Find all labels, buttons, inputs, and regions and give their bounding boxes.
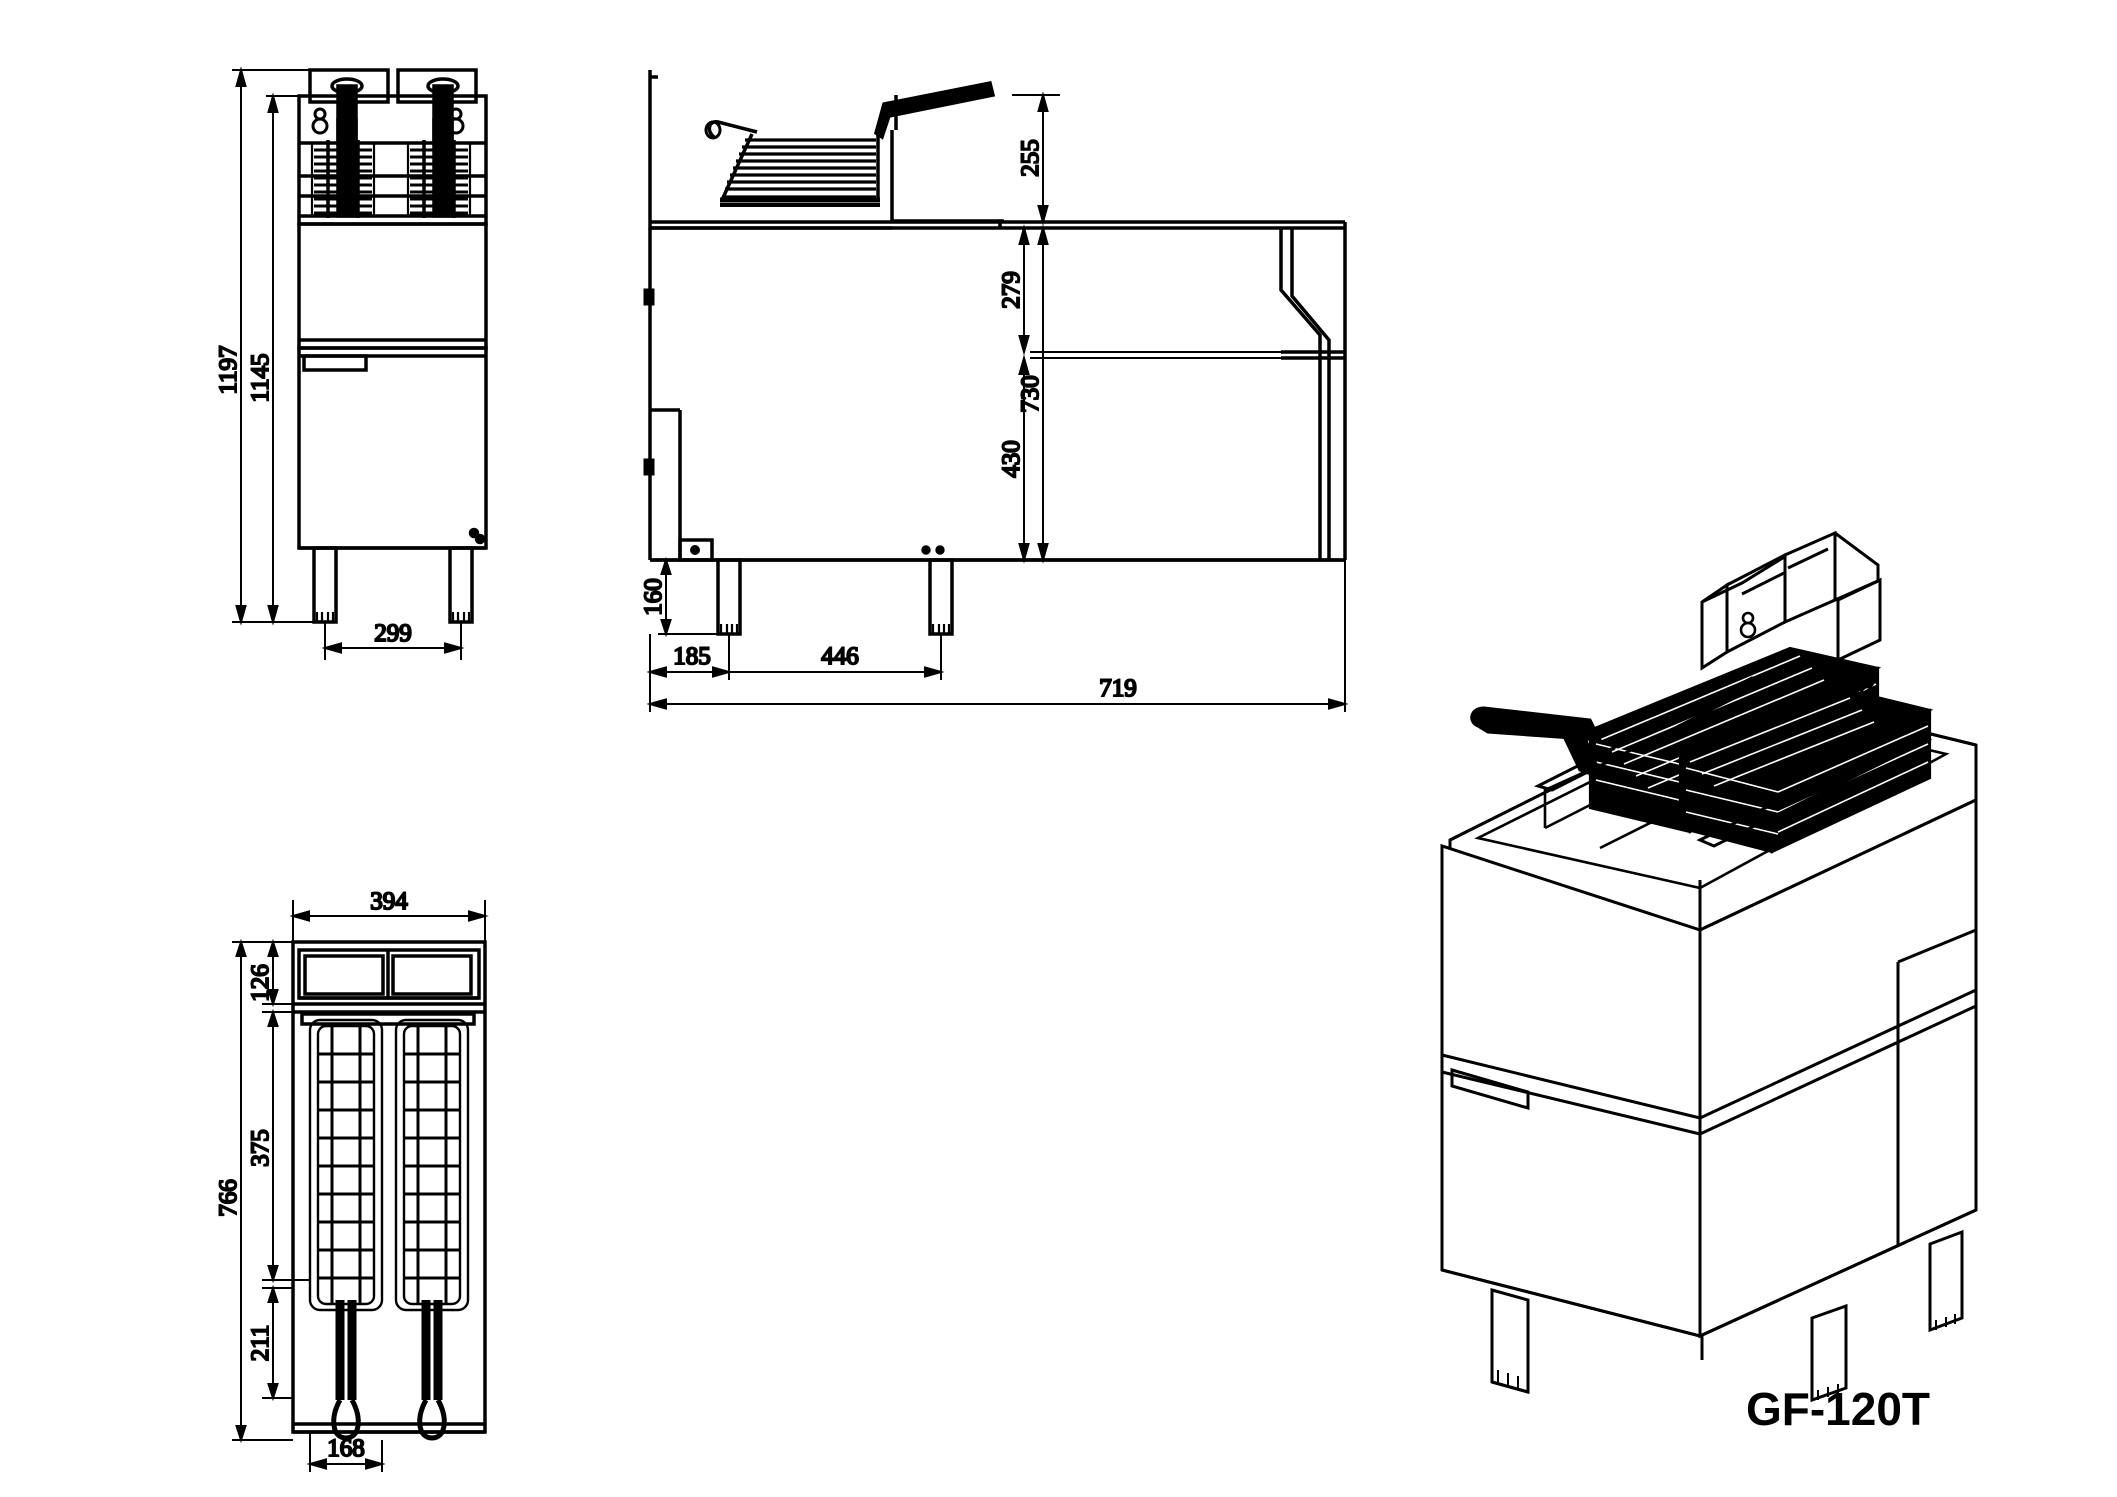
- dim-top-rear-depth: 126: [246, 938, 293, 1008]
- top-outline: [291, 940, 487, 1434]
- iso-knob-icons: [1739, 611, 1877, 703]
- iso-basket-handle: [1470, 706, 1605, 781]
- dim-side-leg-spacing: 446: [729, 634, 945, 680]
- dim-label-446: 446: [821, 643, 859, 670]
- dim-label-719: 719: [1099, 675, 1137, 702]
- front-knob-icons: [311, 107, 465, 135]
- dim-front-leg-spacing: 299: [321, 619, 465, 660]
- iso-cabinet: [1440, 797, 1978, 1339]
- dim-label-394: 394: [370, 888, 408, 915]
- dim-front-body-height: 1145: [246, 92, 336, 626]
- side-basket: [704, 80, 996, 207]
- dim-side-front-leg-offset: 185: [646, 634, 733, 680]
- iso-backguard: [1700, 530, 1882, 671]
- side-view: 255 279 430 730: [639, 70, 1349, 712]
- dim-side-basket-height: 255: [1012, 91, 1060, 226]
- dim-front-overall-height: 1197: [214, 66, 388, 626]
- dim-label-160: 160: [640, 578, 667, 616]
- dim-label-185: 185: [673, 643, 711, 670]
- top-tank-rim: [293, 1002, 485, 1026]
- side-body-details: [643, 288, 945, 555]
- dim-top-handle-length: 211: [246, 1284, 293, 1402]
- iso-legs: [1490, 1229, 1964, 1403]
- dim-side-overall-depth: 719: [646, 560, 1349, 712]
- iso-basket-rest: [1533, 676, 1933, 848]
- top-rear-splash: [297, 948, 481, 1000]
- dim-label-255: 255: [1017, 139, 1044, 177]
- dim-label-168: 168: [327, 1435, 365, 1462]
- dim-label-279: 279: [998, 271, 1025, 309]
- dim-top-overall-depth: 766: [214, 938, 293, 1444]
- top-basket-right: [394, 1018, 470, 1441]
- dim-label-375: 375: [247, 1129, 274, 1167]
- dim-label-1197: 1197: [215, 345, 242, 394]
- dim-top-basket-width: 168: [306, 1432, 386, 1472]
- dim-label-126: 126: [247, 964, 274, 1002]
- top-view: 394 126 375 211: [214, 887, 489, 1472]
- iso-door-handle: [1450, 1068, 1530, 1110]
- dim-side-leg-height: 160: [639, 556, 718, 638]
- dim-top-basket-length: 375: [246, 1008, 310, 1284]
- model-label: GF-120T: [1746, 1383, 1930, 1435]
- dim-label-1145: 1145: [247, 353, 274, 402]
- dim-label-730: 730: [1017, 375, 1044, 413]
- dim-side-tank-depth: 279: [997, 224, 1292, 356]
- top-basket-left: [308, 1018, 384, 1441]
- dim-label-766: 766: [215, 1179, 242, 1217]
- front-view: 1197 1145 299: [214, 66, 488, 660]
- dim-label-211: 211: [247, 1325, 274, 1362]
- dim-label-299: 299: [374, 620, 412, 647]
- dim-side-lower-height: 430: [997, 354, 1345, 564]
- isometric-view: [1440, 530, 1978, 1403]
- dim-top-overall-width: 394: [289, 887, 489, 942]
- dim-side-body-height: 730: [1016, 224, 1345, 564]
- dim-label-430: 430: [998, 440, 1025, 478]
